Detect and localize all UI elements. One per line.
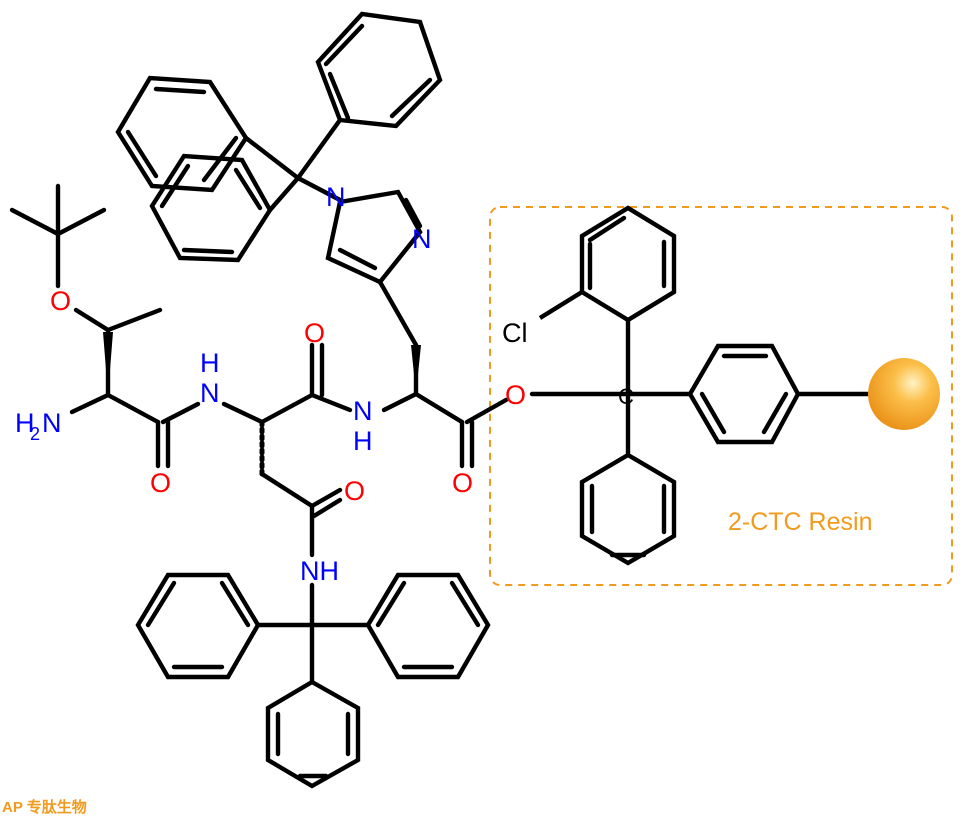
carbonyl3-o-label: O [452,468,473,498]
asn-trityl-ring-2 [365,572,491,680]
amine-sub-label: 2 [30,424,40,444]
atom-labels: H 2 N O O H N O N H O NH N N O O Cl C [15,182,634,586]
cbeta-methyl-bond [105,307,163,333]
sidechain-nh-label: NH [300,556,339,586]
aromatic-double-bonds [125,23,789,779]
amide2-h-label: H [353,426,373,456]
asn-trityl-ring-3 [265,679,361,789]
calpha-co-bond [105,392,161,425]
ether-o-label: O [50,286,71,316]
his-trityl-ring-2 [315,11,443,129]
tbu-bond-left [9,207,61,237]
resin-label: 2-CTC Resin [728,508,872,536]
watermark-logo: AP 专肽生物 [2,798,87,816]
imidazole-n3-label: N [412,224,432,254]
asn-trityl-ring-1 [135,572,261,680]
ctc-phenyl-ring-bottom [579,452,677,566]
o-cbeta-bond [73,307,111,333]
his-wedge [411,345,421,394]
cl-bond [538,290,584,320]
carbonyl1-o-label: O [150,468,171,498]
aromatic-rings [115,11,801,789]
imidazole-n1-label: N [326,182,346,212]
resin-bead-icon [868,358,940,430]
ctc-chlorophenyl-ring [579,205,677,323]
resin-box [489,206,953,586]
amide1-n-label: N [200,378,220,408]
calpha-n-bond [69,392,111,415]
ester-o-label: O [505,380,526,410]
tbu-bond-right [55,207,107,237]
his-trityl-ring-1 [115,75,249,193]
bonds [9,117,871,685]
amide1-h-label: H [200,348,220,378]
amide2-n-label: N [353,396,373,426]
thr-wedge [103,332,113,395]
trityl-c-label: C [618,384,634,409]
amine-label: N [42,408,62,438]
amine-n-label: H [15,408,35,438]
carbonyl2-o-label: O [304,318,325,348]
chloro-label: Cl [502,318,528,348]
his-trityl-ring-3 [149,153,273,263]
ctc-phenyl-ring-para [687,343,801,445]
sidechain-o-label: O [344,476,365,506]
